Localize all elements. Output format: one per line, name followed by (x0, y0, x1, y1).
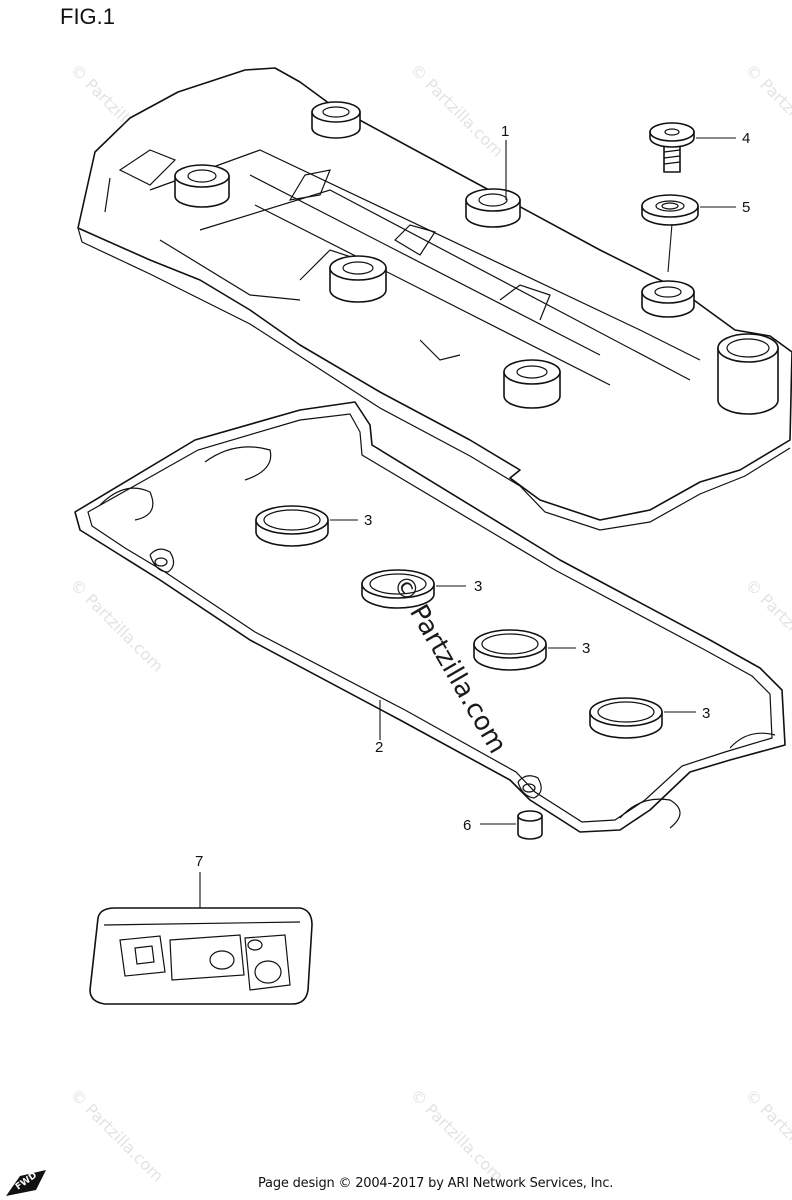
plug-gasket-3[interactable] (473, 629, 547, 671)
forward-direction-icon: FWD (6, 1170, 46, 1196)
dowel-pin[interactable] (517, 810, 543, 840)
callout-1: 1 (501, 123, 509, 140)
callout-3: 3 (474, 578, 482, 595)
callout-5: 5 (742, 199, 750, 216)
callout-3: 3 (582, 640, 590, 657)
gasket-set-package[interactable] (89, 907, 313, 1005)
plug-gasket-1[interactable] (255, 505, 329, 547)
callout-3: 3 (364, 512, 372, 529)
callout-2: 2 (375, 739, 383, 756)
cylinder-head-cover[interactable] (77, 67, 792, 531)
callout-3: 3 (702, 705, 710, 722)
callout-6: 6 (463, 817, 471, 834)
plug-gasket-4[interactable] (589, 697, 663, 739)
cover-grommet[interactable] (641, 194, 699, 226)
callout-7: 7 (195, 853, 203, 870)
cover-bolt[interactable] (649, 122, 695, 173)
figure-title: FIG.1 (60, 4, 116, 29)
footer-copyright: Page design © 2004-2017 by ARI Network S… (258, 1176, 614, 1191)
plug-gasket-2[interactable] (361, 569, 435, 609)
callout-4: 4 (742, 130, 750, 147)
leader-lines (199, 137, 736, 908)
